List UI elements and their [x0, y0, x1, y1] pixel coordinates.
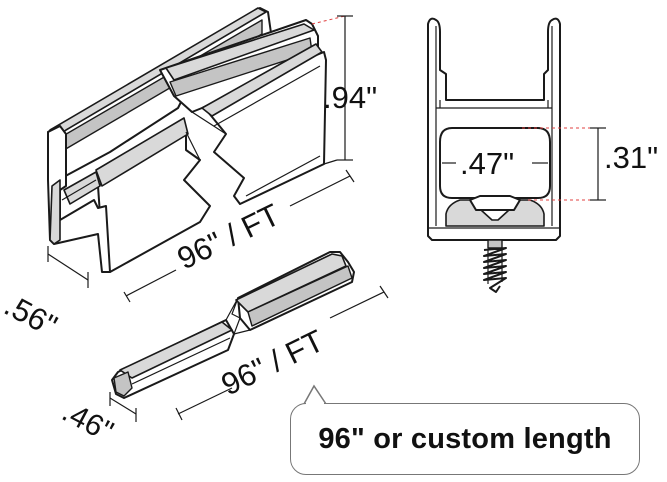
opening-height-label: .31" — [604, 140, 658, 175]
cross-section — [427, 17, 561, 293]
bottom-dimensions — [109, 285, 389, 422]
top-dimensions — [47, 15, 355, 303]
opening-label: .47" — [460, 146, 514, 181]
width-label-bottom: .46" — [57, 395, 119, 449]
length-callout: 96" or custom length — [290, 403, 640, 475]
strip-extrusion — [111, 251, 355, 399]
callout-text: 96" or custom length — [318, 422, 612, 455]
callout-tail — [303, 384, 327, 405]
width-label-top: .56" — [0, 287, 63, 343]
screw-icon — [483, 239, 507, 293]
channel-extrusion — [47, 7, 327, 273]
cross-section-dimensions — [442, 127, 606, 201]
height-label: .94" — [323, 80, 377, 115]
